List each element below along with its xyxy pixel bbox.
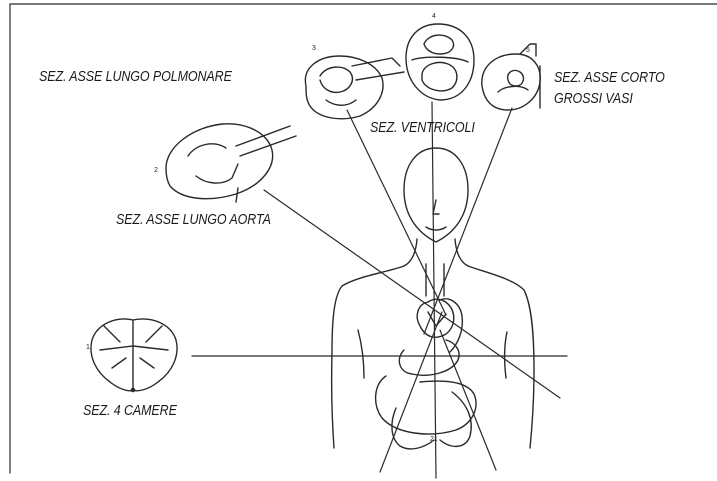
line-short-axis-vessels xyxy=(424,108,512,334)
four-chamber-view xyxy=(91,319,177,392)
section-lines xyxy=(192,102,567,478)
ventricles-upper-chamber xyxy=(424,35,454,54)
vessels-inner xyxy=(498,70,528,92)
line-long-axis-pulmonary xyxy=(347,110,446,315)
stomach xyxy=(376,376,476,434)
section-number-3: 3 xyxy=(312,45,316,52)
neck-right xyxy=(455,239,468,266)
left-armpit xyxy=(358,330,364,378)
aorta-outline xyxy=(166,124,273,199)
section-number-2: 2 xyxy=(154,167,158,174)
four-chamber-outline xyxy=(91,319,177,391)
label-ventricles: SEZ. VENTRICOLI xyxy=(370,119,475,138)
aorta-inner xyxy=(188,144,238,183)
label-long-axis-pulmonary: SEZ. ASSE LUNGO POLMONARE xyxy=(39,68,232,87)
label-four-chamber: SEZ. 4 CAMERE xyxy=(83,402,177,421)
left-shoulder-arm xyxy=(332,266,404,448)
pulmonary-inner xyxy=(320,67,356,105)
pulmonary-outline xyxy=(305,56,383,119)
right-armpit xyxy=(505,332,507,378)
intestine xyxy=(440,392,471,446)
line-diagonal-lower xyxy=(380,312,442,472)
mouth xyxy=(426,227,446,230)
head-outline xyxy=(404,148,468,242)
pulmonary-vessel xyxy=(352,58,404,80)
nose xyxy=(433,200,439,214)
long-axis-aorta-view xyxy=(166,124,296,202)
ventricles-waist xyxy=(412,57,468,62)
label-short-axis-line1: SEZ. ASSE CORTO xyxy=(554,69,665,88)
label-long-axis-aorta: SEZ. ASSE LUNGO AORTA xyxy=(116,211,271,230)
line-ventricles xyxy=(432,102,436,478)
line-diagonal-lower-right xyxy=(440,330,496,470)
ventricles-lower-chamber xyxy=(422,62,457,90)
aortic-arch xyxy=(440,299,462,352)
short-axis-vessels-view xyxy=(482,44,540,110)
ventricles-view xyxy=(406,24,474,100)
section-number-1: 1 xyxy=(86,344,90,351)
section-number-4: 4 xyxy=(432,13,436,20)
vessels-outline xyxy=(482,54,540,110)
organ-mark: 21 xyxy=(430,436,438,443)
long-axis-pulmonary-view xyxy=(305,56,404,119)
section-number-5: 5 xyxy=(526,47,530,54)
label-short-axis-line2: GROSSI VASI xyxy=(554,90,633,109)
neck-left xyxy=(404,239,417,266)
